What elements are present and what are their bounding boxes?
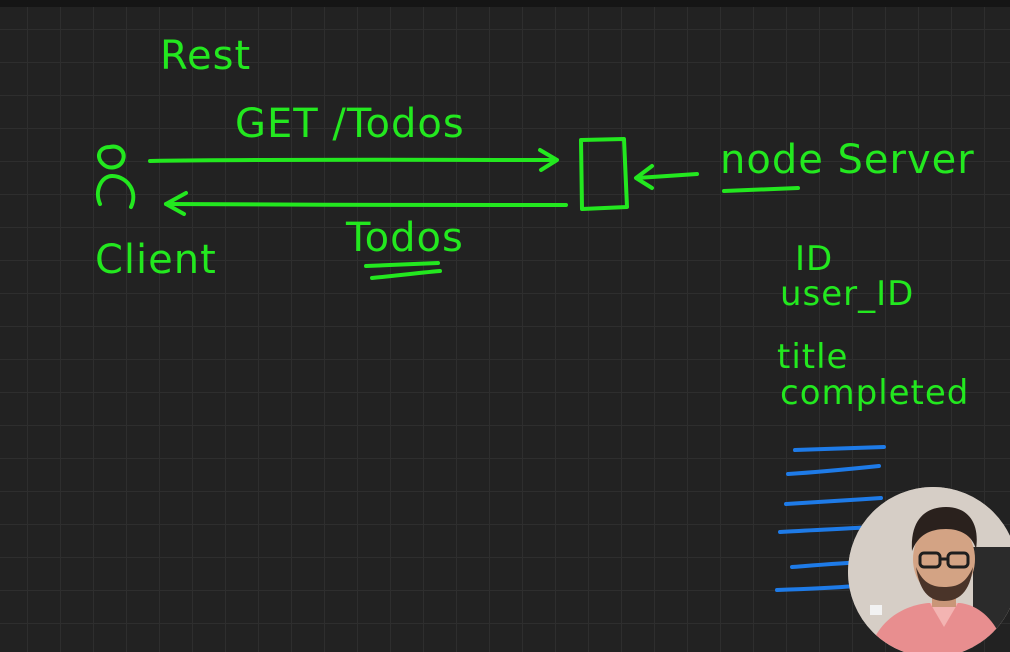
request-label: GET /Todos: [235, 101, 465, 147]
presenter-webcam-icon: [848, 487, 1010, 652]
server-label: node Server: [720, 137, 975, 183]
field-completed: completed: [780, 373, 970, 413]
request-arrow: [148, 148, 559, 172]
field-title: title: [777, 337, 849, 377]
response-arrow: [164, 191, 568, 216]
field-user-id: user_ID: [780, 274, 915, 314]
todos-underline-2: [370, 269, 442, 280]
todos-underline-1: [364, 261, 440, 268]
server-pointer-arrow: [634, 164, 699, 190]
server-box-icon: [579, 137, 629, 211]
client-label: Client: [95, 237, 217, 283]
top-toolbar-strip: [0, 0, 1010, 7]
client-person-icon: [95, 144, 136, 209]
node-underline: [722, 186, 800, 193]
response-label: Todos: [346, 215, 464, 261]
field-id: ID: [795, 239, 834, 279]
diagram-title: Rest: [160, 33, 252, 79]
